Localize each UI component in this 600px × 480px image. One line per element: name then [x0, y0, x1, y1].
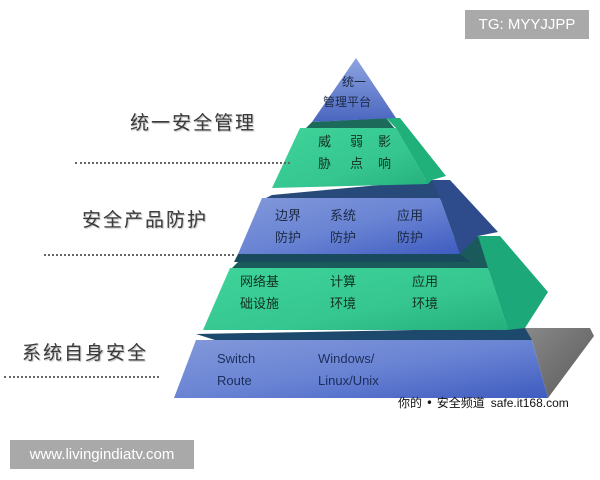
- computing-environment-cell: 计算环境: [330, 272, 356, 316]
- cell-line-2: 环境: [412, 297, 439, 312]
- source-credit: 你的 • 安全频道 safe.it168.com: [398, 394, 569, 411]
- layer-top-cell: 统一: [342, 72, 366, 92]
- vulnerability-cell: 弱点: [350, 132, 363, 176]
- impact-cell: 影响: [378, 132, 391, 176]
- perimeter-protection-cell: 边界防护: [275, 206, 301, 250]
- os-cell: Windows/Linux/Unix: [318, 348, 379, 392]
- side-label-system-security: 系统自身安全: [22, 342, 149, 364]
- network-infrastructure-cell: 网络基础设施: [240, 272, 279, 316]
- layer-system: [174, 328, 594, 398]
- cell-line-2: 点: [350, 157, 364, 172]
- divider-line: [4, 376, 159, 378]
- layer-top-cell: 管理平台: [323, 92, 371, 112]
- cell-line-2: Linux/Unix: [318, 373, 379, 388]
- cell-line-2: 胁: [318, 157, 332, 172]
- credit-site: safe.it168.com: [490, 396, 569, 410]
- threat-cell: 威胁: [318, 132, 331, 176]
- side-label-unified-management: 统一安全管理: [130, 112, 257, 134]
- cell-line-2: 防护: [397, 231, 424, 246]
- layer-top: [312, 58, 396, 122]
- divider-line: [75, 162, 290, 164]
- cell-line-2: Route: [217, 373, 252, 388]
- cell-line-1: Windows/: [318, 351, 375, 366]
- cell-line-1: 应用: [397, 209, 424, 224]
- cell-line-2: 防护: [275, 231, 302, 246]
- cell-line-1: 弱: [350, 135, 364, 150]
- side-label-product-protection: 安全产品防护: [82, 209, 209, 231]
- cell-line-1: 计算: [330, 275, 357, 290]
- watermark-telegram: TG: MYYJJPP: [465, 10, 589, 39]
- divider-line: [44, 254, 234, 256]
- cell-line-1: 应用: [412, 275, 439, 290]
- cell-line-1: 威: [318, 135, 332, 150]
- cell-line-2: 环境: [330, 297, 357, 312]
- application-environment-cell: 应用环境: [412, 272, 438, 316]
- cell-line-2: 础设施: [240, 297, 280, 312]
- cell-line-2: 响: [378, 157, 392, 172]
- cell-line-1: Switch: [217, 351, 256, 366]
- application-protection-cell: 应用防护: [397, 206, 423, 250]
- cell-line-1: 统一: [342, 75, 367, 89]
- credit-channel: 你的 • 安全频道: [398, 396, 485, 410]
- layer-threat: [272, 118, 446, 188]
- cell-line-1: 系统: [330, 209, 357, 224]
- system-protection-cell: 系统防护: [330, 206, 356, 250]
- cell-line-2: 防护: [330, 231, 357, 246]
- cell-line-2: 管理平台: [323, 95, 372, 109]
- cell-line-1: 边界: [275, 209, 302, 224]
- layer-product: [234, 180, 498, 262]
- watermark-website: www.livingindiatv.com: [10, 440, 194, 469]
- cell-line-1: 网络基: [240, 275, 280, 290]
- cell-line-1: 影: [378, 135, 392, 150]
